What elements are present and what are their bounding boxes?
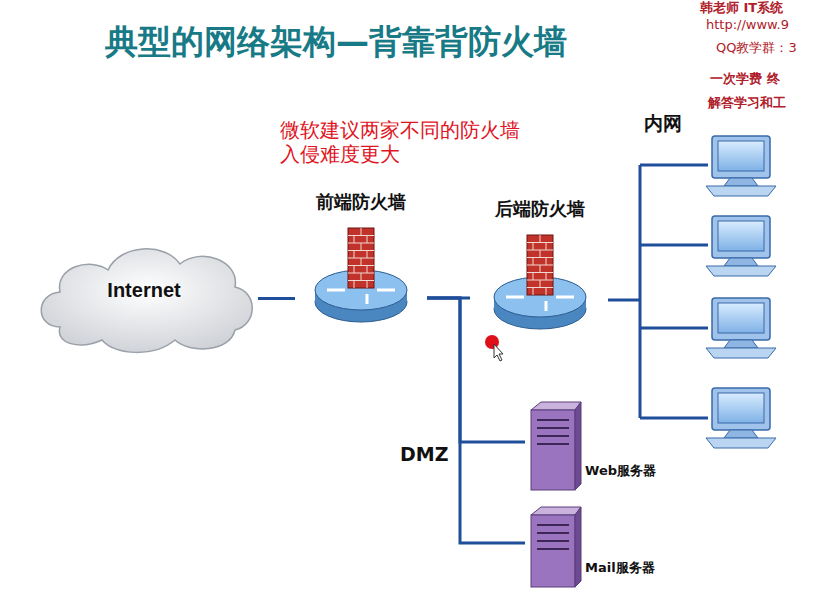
watermark: 韩老师 IT系统 [700, 0, 783, 16]
network-link [258, 297, 295, 300]
cursor-pointer [494, 344, 503, 361]
node-label: Web服务器 [585, 462, 656, 480]
node-label: Internet [107, 279, 180, 302]
pc-group [706, 136, 776, 448]
srv-icon [525, 398, 675, 494]
note-text: 微软建议两家不同的防火墙 入侵难度更大 [280, 118, 530, 166]
watermark: 解答学习和工 [708, 95, 786, 111]
pc-icon [706, 298, 776, 358]
node-label: 前端防火墙 [316, 190, 406, 214]
pc-icon [706, 388, 776, 448]
server: Mail服务器 [525, 503, 680, 591]
server: Web服务器 [525, 398, 675, 494]
firewall-router: 后端防火墙 [470, 195, 610, 337]
network-link [427, 298, 525, 543]
lan-wire [608, 165, 708, 418]
firewall-router: 前端防火墙 [295, 188, 427, 330]
node-label: 后端防火墙 [495, 197, 585, 221]
srv-icon [525, 503, 680, 591]
watermark: QQ教学群：3 [716, 40, 797, 56]
title: 典型的网络架构—背靠背防火墙 [105, 20, 567, 65]
node-label: Mail服务器 [585, 559, 655, 577]
pc-icon [706, 136, 776, 196]
network-label: DMZ [400, 443, 448, 466]
pc-icon [706, 216, 776, 276]
network-label: 内网 [644, 112, 682, 135]
watermark: 一次学费 终 [710, 71, 780, 87]
internet-cloud: Internet [30, 232, 258, 357]
watermark: http://www.9 [706, 17, 789, 33]
